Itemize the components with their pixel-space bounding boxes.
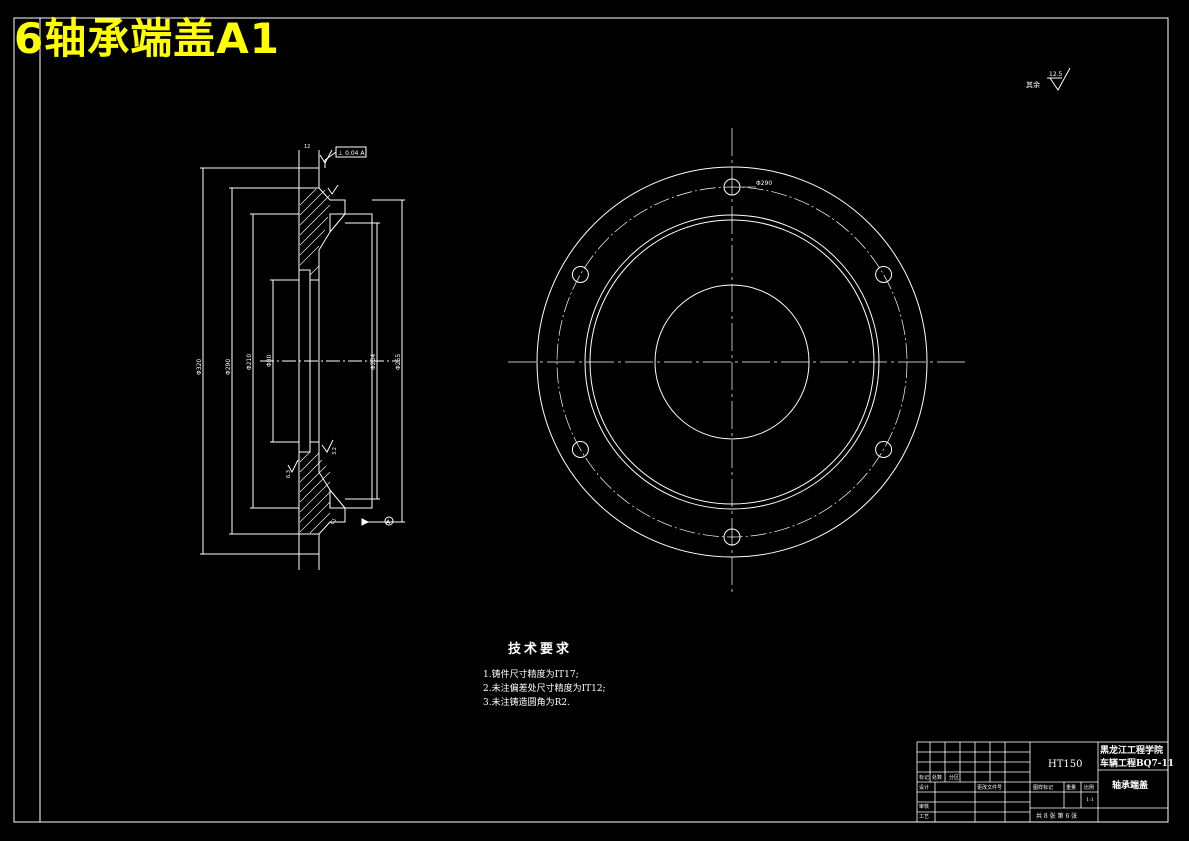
title-block [916,741,1169,823]
tb-part-name: 轴承端盖 [1112,781,1149,791]
dim-6-3: 6.3 [286,470,292,478]
tb-stage-label: 图样标记 [1033,785,1054,791]
tech-requirements-title: 技术要求 [508,642,573,657]
dim-phi210: Φ210 [246,354,253,370]
tb-row-mark: 标记 [919,775,930,781]
section-dim-texts: Φ320 Φ290 Φ210 Φ80 Φ234 Φ255 ⊥ 0.04 A A … [196,144,402,526]
dim-3-2: 3.2 [332,447,338,455]
section-view [200,146,405,570]
hatch-bottom [299,451,331,534]
tb-school-line2: 车辆工程BQ7-11 [1100,759,1174,769]
dim-c1: C1 [330,517,339,526]
tb-row-review: 审核 [919,804,930,810]
bolt-circle-label: Φ290 [756,180,772,187]
tb-scale: 1:1 [1086,797,1095,803]
tb-row-process: 工艺 [919,814,930,820]
tech-requirement-item: 1.铸件尺寸精度为IT17; [483,670,579,680]
tech-requirement-item: 2.未注偏差处尺寸精度为IT12; [483,684,606,694]
tb-weight-label: 重量 [1066,785,1077,791]
tb-school-line1: 黑龙江工程学院 [1100,746,1164,756]
bolt-holes [571,178,893,546]
dim-phi255: Φ255 [395,354,402,370]
roughness-value: 12.5 [1049,71,1063,78]
roughness-symbol [1047,67,1071,91]
roughness-label: 其余 [1026,80,1040,89]
tb-material: HT150 [1048,759,1083,770]
tolerance-frame-text: ⊥ 0.04 A [338,150,365,157]
tb-row-doc: 更改文件号 [977,785,1003,791]
tech-requirements-list: 1.铸件尺寸精度为IT17; 2.未注偏差处尺寸精度为IT12; 3.未注铸造圆… [483,668,606,710]
dim-phi234: Φ234 [370,354,377,370]
tb-scale-label: 比例 [1084,785,1095,791]
datum-label: A [386,519,391,526]
plan-view [508,128,965,592]
inner-border [39,17,1169,823]
hatch-top [299,188,331,276]
drawing-title: 6轴承端盖A1 [14,14,280,63]
dim-phi290: Φ290 [225,359,232,375]
dim-phi320: Φ320 [196,359,203,375]
dim-12: 12 [304,144,310,150]
section-body-top [298,187,346,281]
tb-sheet-info: 共 8 张 第 6 张 [1036,813,1078,820]
dim-phi80: Φ80 [266,354,273,367]
tech-requirement-item: 3.未注铸造圆角为R2. [483,698,570,708]
tb-row-count: 处数 [932,775,943,781]
tb-row-zone: 分区 [949,775,960,781]
tb-row-design: 设计 [919,785,930,791]
